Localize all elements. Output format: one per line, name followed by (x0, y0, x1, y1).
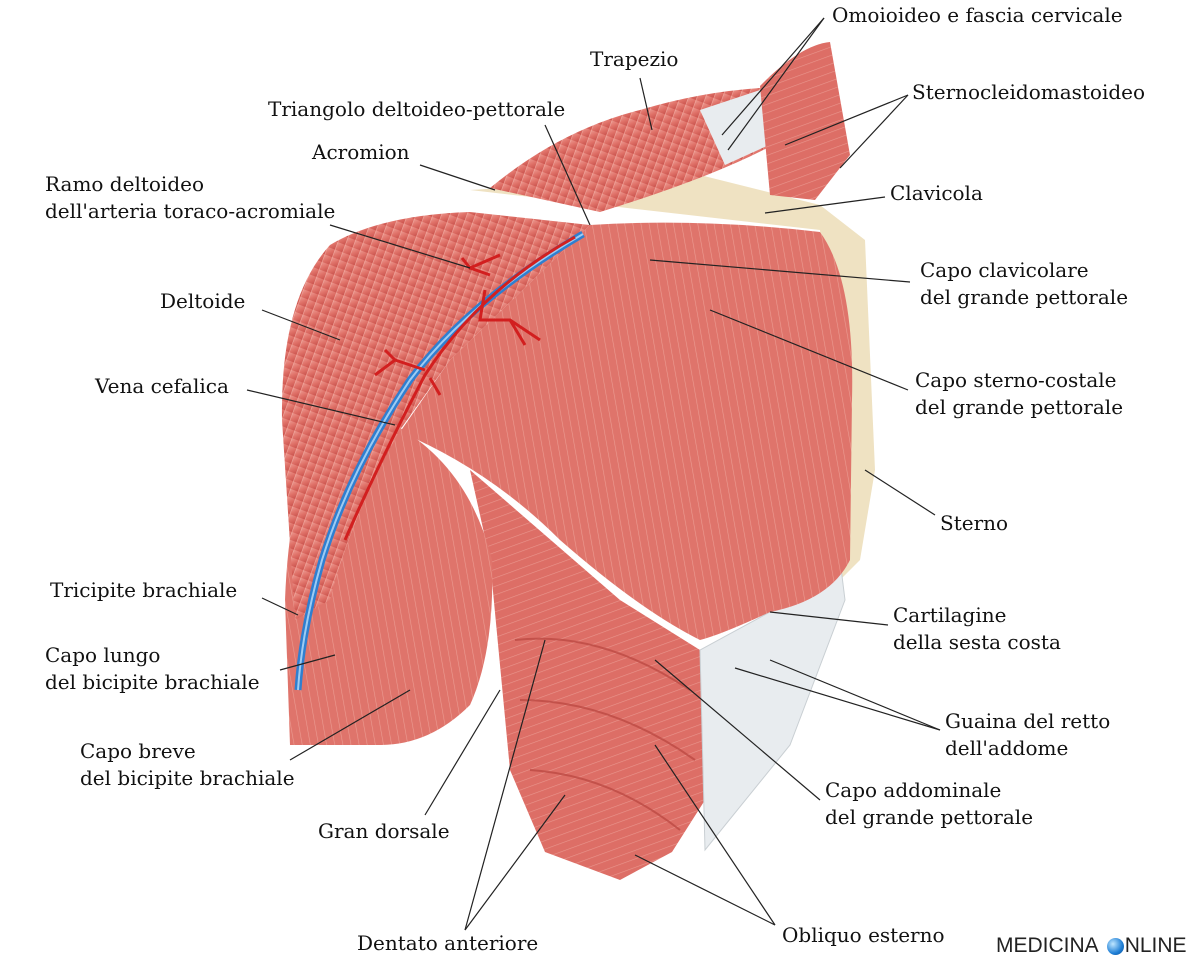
label-deltoide: Deltoide (160, 289, 246, 313)
label-clavicola: Clavicola (890, 181, 983, 205)
label-tricipite: Tricipite brachiale (50, 578, 238, 602)
sternocleidomastoid-muscle (760, 42, 850, 200)
label-guaina-retto: Guaina del retto dell'addome (945, 708, 1110, 762)
label-sterno: Sterno (940, 511, 1009, 535)
label-line: del bicipite brachiale (80, 766, 295, 790)
label-line: della sesta costa (893, 630, 1061, 654)
label-line: Capo breve (80, 739, 196, 763)
leader-lines (246, 17, 941, 931)
label-trapezio: Trapezio (590, 47, 679, 71)
label-line: Capo addominale (825, 778, 1002, 802)
watermark-text: NLINE (1124, 934, 1187, 957)
label-line: Guaina del retto (945, 709, 1111, 733)
label-capo-lungo: Capo lungo del bicipite brachiale (45, 642, 260, 696)
label-capo-breve: Capo breve del bicipite brachiale (80, 738, 295, 792)
label-line: del bicipite brachiale (45, 670, 260, 694)
label-line: Ramo deltoideo (45, 172, 204, 196)
serratus-digitations (514, 637, 696, 831)
label-line: dell'arteria toraco-acromiale (45, 199, 336, 223)
label-gran-dorsale: Gran dorsale (318, 819, 450, 843)
label-triangolo: Triangolo deltoideo-pettorale (268, 97, 566, 121)
thoracoacromial-artery-branches (343, 235, 576, 541)
label-line: del grande pettorale (920, 285, 1129, 309)
label-line: Capo sterno-costale (915, 368, 1117, 392)
label-line: del grande pettorale (915, 395, 1124, 419)
label-acromion: Acromion (312, 140, 410, 164)
label-cartilagine: Cartilagine della sesta costa (893, 602, 1061, 656)
label-line: del grande pettorale (825, 805, 1034, 829)
watermark-text: MEDICINA (996, 934, 1099, 957)
globe-icon (1106, 937, 1124, 955)
label-omoioideo: Omoioideo e fascia cervicale (832, 3, 1123, 27)
label-ramo-deltoideo: Ramo deltoideo dell'arteria toraco-acrom… (45, 171, 335, 225)
label-line: Cartilagine (893, 603, 1007, 627)
label-dentato-anteriore: Dentato anteriore (357, 931, 539, 955)
deltoid-muscle (281, 212, 590, 620)
latissimus-serratus-region (470, 470, 705, 880)
label-sternocleidomastoideo: Sternocleidomastoideo (912, 80, 1146, 104)
label-line: dell'addome (945, 736, 1069, 760)
label-capo-addominale: Capo addominale del grande pettorale (825, 777, 1033, 831)
label-vena-cefalica: Vena cefalica (95, 374, 229, 398)
label-obliquo-esterno: Obliquo esterno (782, 923, 945, 947)
label-capo-clavicolare: Capo clavicolare del grande pettorale (920, 257, 1128, 311)
label-line: Capo clavicolare (920, 258, 1089, 282)
label-capo-sterno-costale: Capo sterno-costale del grande pettorale (915, 367, 1123, 421)
label-line: Capo lungo (45, 643, 161, 667)
omohyoid-fascia (700, 90, 780, 165)
watermark-logo: MEDICINA NLINE (996, 934, 1187, 958)
